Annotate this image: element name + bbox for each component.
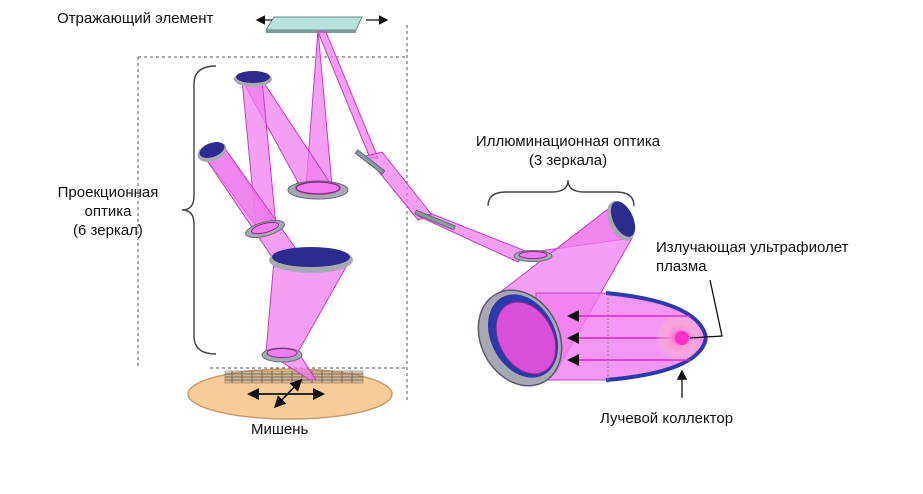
mirror-m5 — [269, 247, 353, 273]
label-beam-collector: Лучевой коллектор — [600, 410, 734, 427]
label-projection-optics: Проекционная оптика (6 зеркал) — [38, 183, 178, 240]
projection-mirrors — [197, 71, 353, 363]
projection-optics-line-2: оптика — [84, 203, 132, 220]
collector-rim-bottom — [605, 337, 708, 382]
wafer-motion-arrows — [247, 378, 325, 409]
mirror-m4 — [197, 142, 227, 162]
beam-flat1-to-flat2 — [365, 151, 433, 221]
illumination-optics-line-2: (3 зеркала) — [528, 152, 608, 169]
ill-mirror-1 — [513, 250, 553, 262]
brackets — [181, 65, 635, 355]
wafer-grid — [224, 370, 364, 384]
mirror-m2 — [234, 71, 272, 87]
label-euv-plasma: Излучающая ультрафиолет плазма — [656, 238, 848, 276]
leader-lines — [676, 279, 723, 398]
projection-beams — [199, 29, 351, 381]
illumination-mirrors — [354, 149, 636, 262]
plasma-source — [675, 331, 689, 345]
dashed-guides — [137, 25, 408, 400]
reticle-plate — [265, 16, 363, 31]
collector-mirror-front — [477, 289, 563, 387]
flat-mirror-1 — [354, 149, 386, 175]
label-target: Мишень — [251, 421, 309, 438]
reticle — [255, 15, 389, 33]
projection-optics-line-3: (6 зеркал) — [73, 222, 143, 239]
mirror-m6 — [261, 347, 303, 363]
mirror-m1 — [287, 180, 349, 200]
illumination-optics-bracket — [487, 179, 635, 207]
euv-plasma-line-2: плазма — [656, 258, 707, 275]
flat-mirror-2 — [414, 209, 456, 231]
label-illumination-optics: Иллюминационная оптика (3 зеркала) — [452, 132, 684, 170]
label-reflective-element: Отражающий элемент — [57, 10, 214, 27]
illumination-optics-line-1: Иллюминационная оптика — [475, 133, 661, 150]
collector-rim-top — [605, 291, 708, 339]
plasma-leader — [689, 279, 723, 339]
beam-m5-to-m6 — [265, 259, 351, 353]
mirror-m3 — [245, 219, 285, 239]
target-wafer — [187, 368, 393, 420]
projection-optics-bracket — [181, 65, 217, 355]
projection-optics-line-1: Проекционная — [57, 184, 159, 201]
euv-plasma-line-1: Излучающая ультрафиолет — [656, 239, 849, 256]
ill-mirror-2 — [606, 201, 636, 241]
beam-collector — [477, 289, 708, 387]
